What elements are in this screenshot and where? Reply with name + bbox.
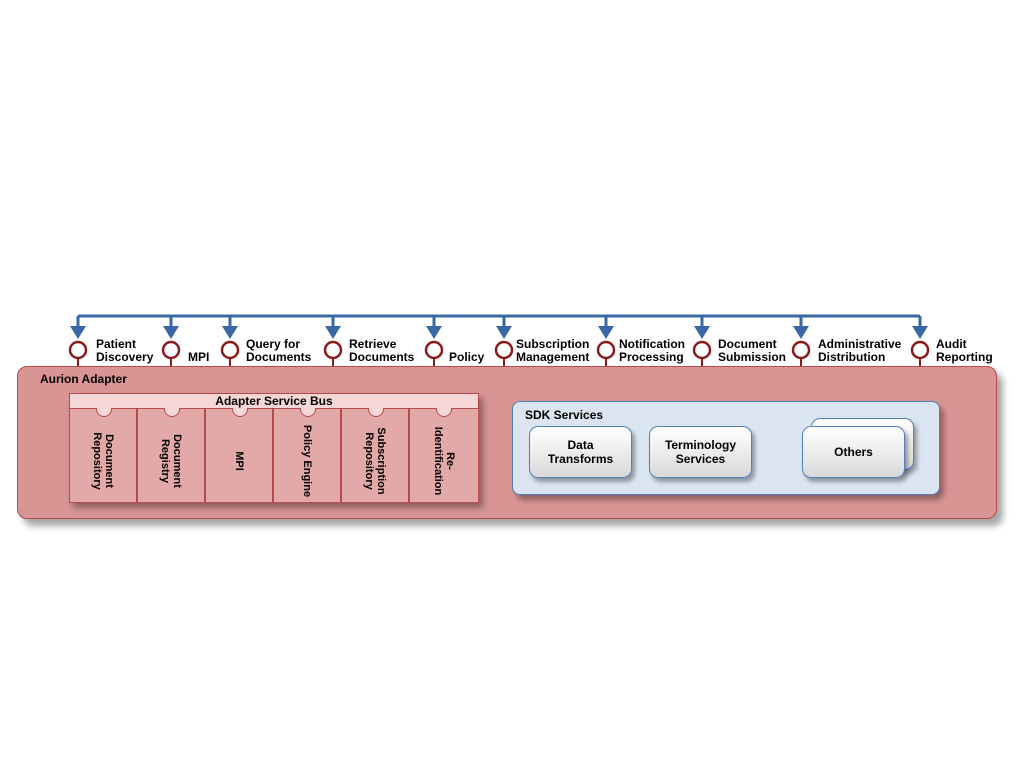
module-socket [164,408,180,417]
port-circle-icon [596,340,616,360]
interface-port-10 [910,316,930,368]
arrow-down-icon [912,326,928,339]
service-others: Others [802,426,905,478]
port-circle-icon [692,340,712,360]
interface-port-3 [220,316,240,368]
arrow-down-icon [496,326,512,339]
module-re-identification: Re-Identification [409,408,479,503]
module-policy-engine: Policy Engine [273,408,341,503]
port-circle-icon [68,340,88,360]
interface-port-1 [68,316,88,368]
module-socket [96,408,112,417]
sdk-title: SDK Services [525,408,604,422]
arrow-down-icon [598,326,614,339]
interface-label-mpi: MPI [188,350,210,364]
port-circle-icon [910,340,930,360]
interface-label-policy: Policy [449,350,485,364]
arrow-down-icon [163,326,179,339]
module-socket [436,408,452,417]
module-mpi: MPI [205,408,273,503]
arrow-down-icon [70,326,86,339]
module-socket [232,408,248,417]
port-circle-icon [323,340,343,360]
interface-port-6 [494,316,514,368]
adapter-title: Aurion Adapter [40,372,127,386]
port-circle-icon [220,340,240,360]
interface-port-5 [424,316,444,368]
interface-port-7 [596,316,616,368]
module-label: MPI [233,451,245,471]
interface-port-8 [692,316,712,368]
arrow-down-icon [426,326,442,339]
arrow-down-icon [694,326,710,339]
port-circle-icon [791,340,811,360]
aurion-adapter-box: Aurion Adapter Adapter Service Bus Docum… [17,366,997,519]
service-bus-title: Adapter Service Bus [69,393,479,409]
interface-port-4 [323,316,343,368]
arrow-down-icon [325,326,341,339]
module-socket [368,408,384,417]
interface-port-2 [161,316,181,368]
port-circle-icon [424,340,444,360]
arrow-down-icon [793,326,809,339]
port-circle-icon [494,340,514,360]
interface-port-9 [791,316,811,368]
arrow-down-icon [222,326,238,339]
module-socket [300,408,316,417]
port-circle-icon [161,340,181,360]
module-label: Re-Identification [432,426,456,496]
module-label: Policy Engine [301,424,313,498]
